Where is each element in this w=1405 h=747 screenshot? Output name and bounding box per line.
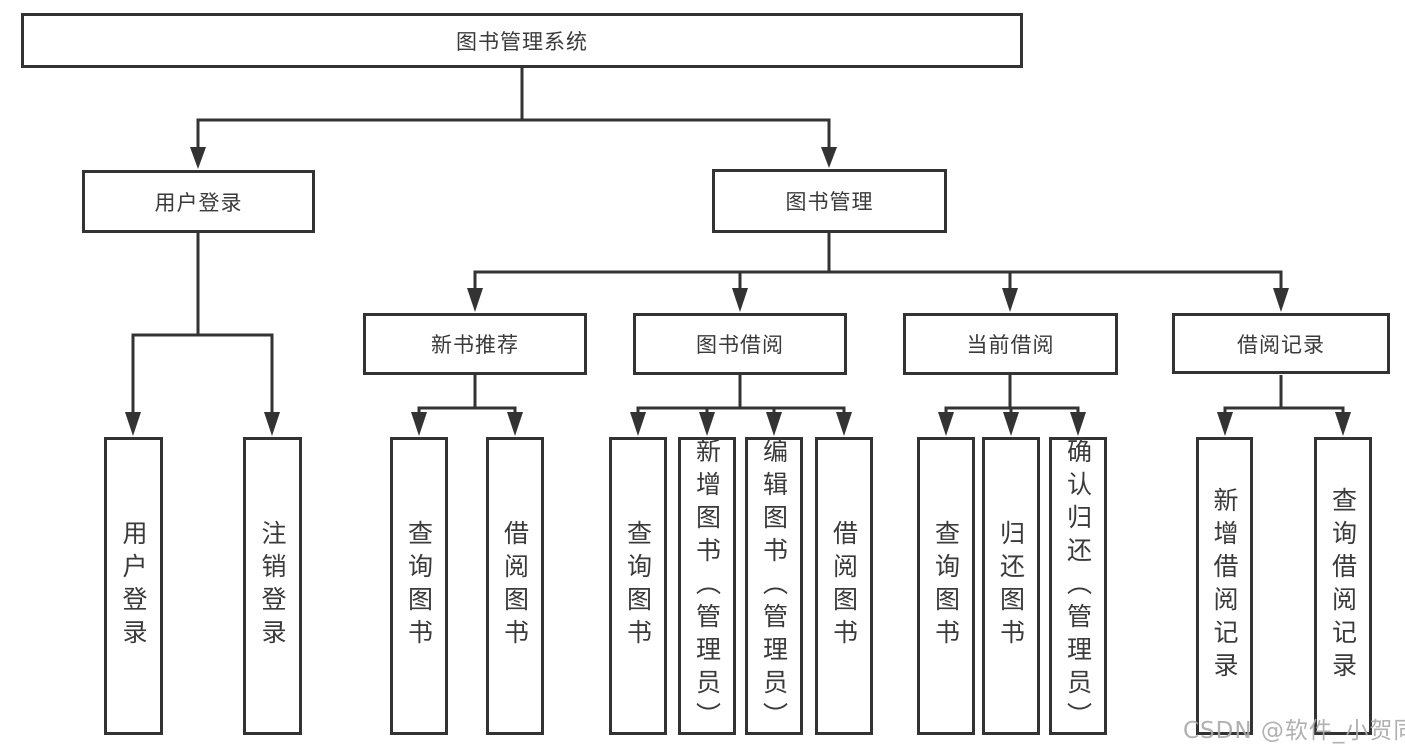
leaf-query-borrow-record: 查询借阅记录 xyxy=(1314,437,1372,735)
leaf-label: 确认归还（管理员） xyxy=(1063,437,1093,735)
leaf-query-books-recommend: 查询图书 xyxy=(390,437,448,735)
node-label: 图书管理系统 xyxy=(456,29,588,54)
node-label: 借阅记录 xyxy=(1237,332,1325,357)
node-label: 当前借阅 xyxy=(966,333,1055,357)
leaf-add-books-admin: 新增图书（管理员） xyxy=(678,437,736,735)
node-book-borrowing: 图书借阅 xyxy=(633,313,847,375)
leaf-borrow-books: 借阅图书 xyxy=(815,437,873,735)
leaf-label: 编辑图书（管理员） xyxy=(759,437,789,735)
leaf-logout: 注销登录 xyxy=(243,437,302,735)
leaf-label: 借阅图书 xyxy=(829,520,859,652)
node-label: 新书推荐 xyxy=(431,333,519,357)
leaf-label: 借阅图书 xyxy=(500,520,530,652)
node-user-login: 用户登录 xyxy=(82,170,315,233)
leaf-borrow-books-recommend: 借阅图书 xyxy=(486,437,544,735)
node-label: 图书借阅 xyxy=(696,333,784,357)
leaf-query-books-current: 查询图书 xyxy=(917,437,975,735)
leaf-label: 用户登录 xyxy=(119,520,148,652)
leaf-add-borrow-record: 新增借阅记录 xyxy=(1196,437,1253,735)
csdn-watermark: CSDN @软件_小贺同学 xyxy=(1183,718,1405,744)
node-label: 用户登录 xyxy=(154,190,243,215)
node-new-book-recommend: 新书推荐 xyxy=(363,313,587,375)
leaf-user-login: 用户登录 xyxy=(104,437,163,735)
leaf-label: 注销登录 xyxy=(258,520,287,652)
leaf-label: 归还图书 xyxy=(996,520,1026,652)
node-current-borrowing: 当前借阅 xyxy=(903,313,1118,375)
leaf-return-books: 归还图书 xyxy=(982,437,1040,735)
leaf-label: 查询图书 xyxy=(623,520,653,652)
node-label: 图书管理 xyxy=(785,190,874,214)
leaf-label: 新增图书（管理员） xyxy=(692,437,722,735)
leaf-label: 新增借阅记录 xyxy=(1210,487,1239,685)
leaf-label: 查询借阅记录 xyxy=(1328,487,1358,685)
leaf-confirm-return-admin: 确认归还（管理员） xyxy=(1049,437,1107,735)
node-book-management: 图书管理 xyxy=(712,169,947,233)
node-borrow-records: 借阅记录 xyxy=(1172,313,1390,374)
leaf-label: 查询图书 xyxy=(931,520,961,652)
leaf-query-books-borrowing: 查询图书 xyxy=(609,437,667,735)
leaf-edit-books-admin: 编辑图书（管理员） xyxy=(745,437,803,735)
leaf-label: 查询图书 xyxy=(404,520,434,652)
node-root-library-system: 图书管理系统 xyxy=(21,13,1023,68)
